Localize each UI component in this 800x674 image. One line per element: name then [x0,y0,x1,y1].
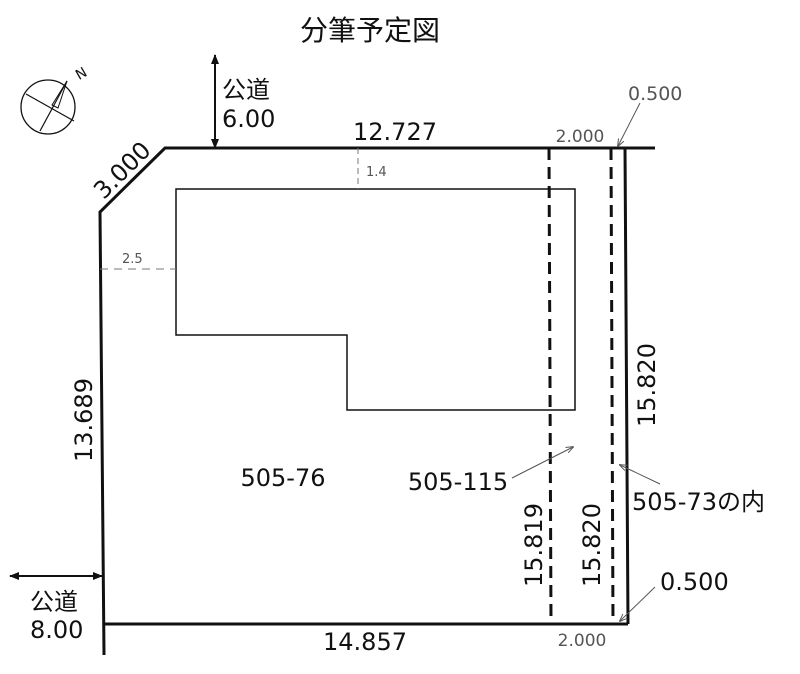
setback-left-label: 2.5 [122,252,143,267]
leader-line [618,102,641,146]
setback-top-label: 1.4 [366,165,387,180]
dim-strip-right: 15.820 [578,503,606,587]
dim-bottom-strip: 2.000 [558,631,607,651]
lot-strip-label: 505-115 [408,468,508,496]
dim-bottom-strip-small: 0.500 [660,568,729,596]
dim-right: 15.820 [633,343,661,427]
west-road-width: 8.00 [30,616,83,644]
strip-dashed-line [547,147,553,625]
leader-line [511,447,573,479]
dim-left: 13.689 [70,378,98,462]
north-road-label: 公道 [222,76,270,104]
strip-dashed-line [609,147,615,625]
north-road-width: 6.00 [222,105,275,133]
north-label: N [73,65,90,84]
leader-line [620,586,656,621]
lot-narrow-label: 505-73の内 [632,488,765,516]
north-compass-icon: N [20,65,90,135]
lot-main-label: 505-76 [240,464,325,492]
building-outline [175,188,576,411]
dim-chamfer: 3.000 [88,136,156,204]
west-road-label: 公道 [30,588,78,616]
dim-strip-left: 15.819 [520,503,548,587]
dim-top: 12.727 [353,118,437,146]
dim-bottom: 14.857 [323,628,407,656]
lot-boundary [98,146,655,656]
leader-line [620,465,661,485]
page-title: 分筆予定図 [300,14,440,47]
dim-top-strip-small: 0.500 [628,83,682,105]
dim-top-strip: 2.000 [556,127,605,147]
